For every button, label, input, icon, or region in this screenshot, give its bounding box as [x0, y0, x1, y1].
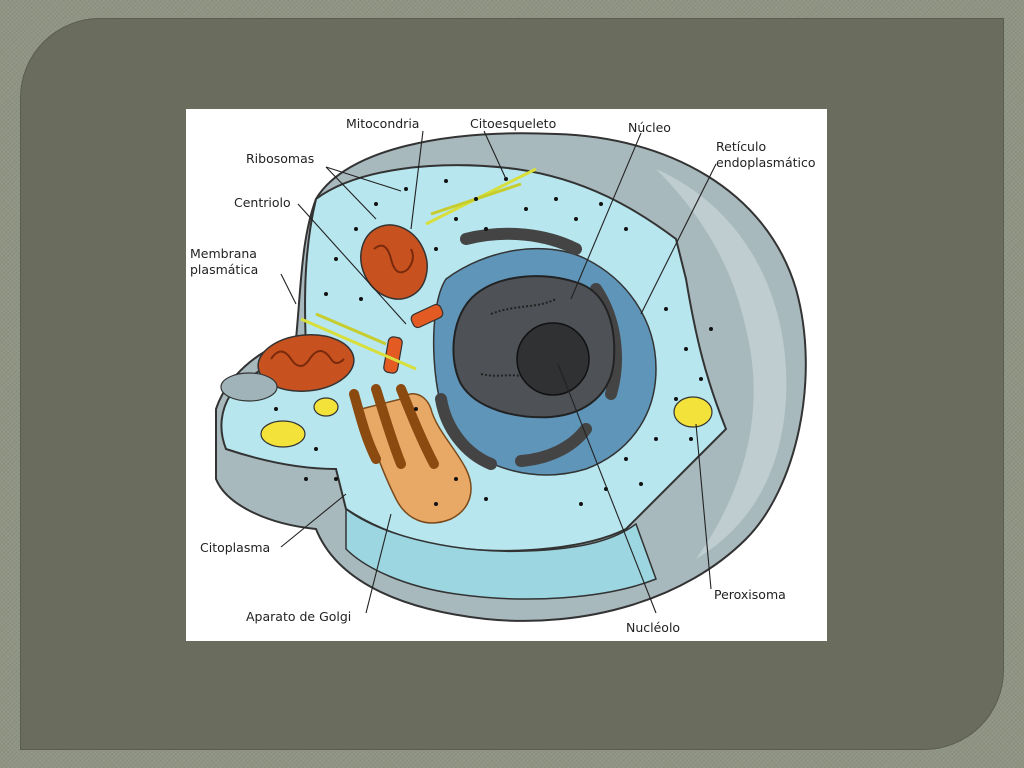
leader-lines	[280, 130, 717, 614]
label-citoplasma: Citoplasma	[200, 540, 270, 555]
label-reticulo-1: Retículo	[716, 139, 766, 154]
label-membrana-1: Membrana	[190, 246, 257, 261]
cell-shell-highlight	[656, 169, 787, 559]
label-aparato-golgi: Aparato de Golgi	[246, 609, 351, 624]
golgi-cisterna-3	[396, 384, 439, 469]
mitochondrion-2-cristae	[270, 350, 345, 367]
cytoplasm-lower-face	[345, 507, 657, 600]
mitochondrion-1	[360, 224, 428, 300]
label-mitocondria: Mitocondria	[346, 116, 419, 131]
vesicle-2	[313, 397, 339, 417]
label-peroxisoma: Peroxisoma	[714, 587, 786, 602]
centriole-2	[383, 336, 403, 374]
label-centriolo: Centriolo	[234, 195, 291, 210]
cell-diagram: Mitocondria Citoesqueleto Núcleo Retícul…	[186, 109, 827, 641]
label-reticulo-2: endoplasmático	[716, 155, 816, 170]
animal-cell-illustration: Mitocondria Citoesqueleto Núcleo Retícul…	[190, 116, 816, 635]
nucleolus	[516, 322, 590, 396]
chromatin	[490, 298, 557, 315]
label-ribosomas: Ribosomas	[246, 151, 314, 166]
ribosomes	[274, 177, 713, 506]
label-citoesqueleto: Citoesqueleto	[470, 116, 556, 131]
peroxisome	[673, 396, 713, 428]
golgi-cisterna-2	[371, 384, 406, 469]
cytoskeleton-fiber-3	[300, 317, 417, 371]
er-fold-4	[515, 423, 592, 467]
label-nucleo: Núcleo	[628, 120, 671, 135]
label-nucleolo: Nucléolo	[626, 620, 680, 635]
golgi-cisterna-1	[349, 389, 381, 464]
vesicle-1	[260, 420, 306, 448]
er-fold-1	[460, 227, 582, 255]
er-fold-3	[435, 393, 497, 470]
label-membrana-2: plasmática	[190, 262, 258, 277]
mitochondrion-1-cristae	[373, 244, 414, 274]
cytoskeleton-fiber-4	[315, 312, 387, 346]
lysosome	[220, 372, 278, 402]
centriole-1	[410, 303, 444, 329]
